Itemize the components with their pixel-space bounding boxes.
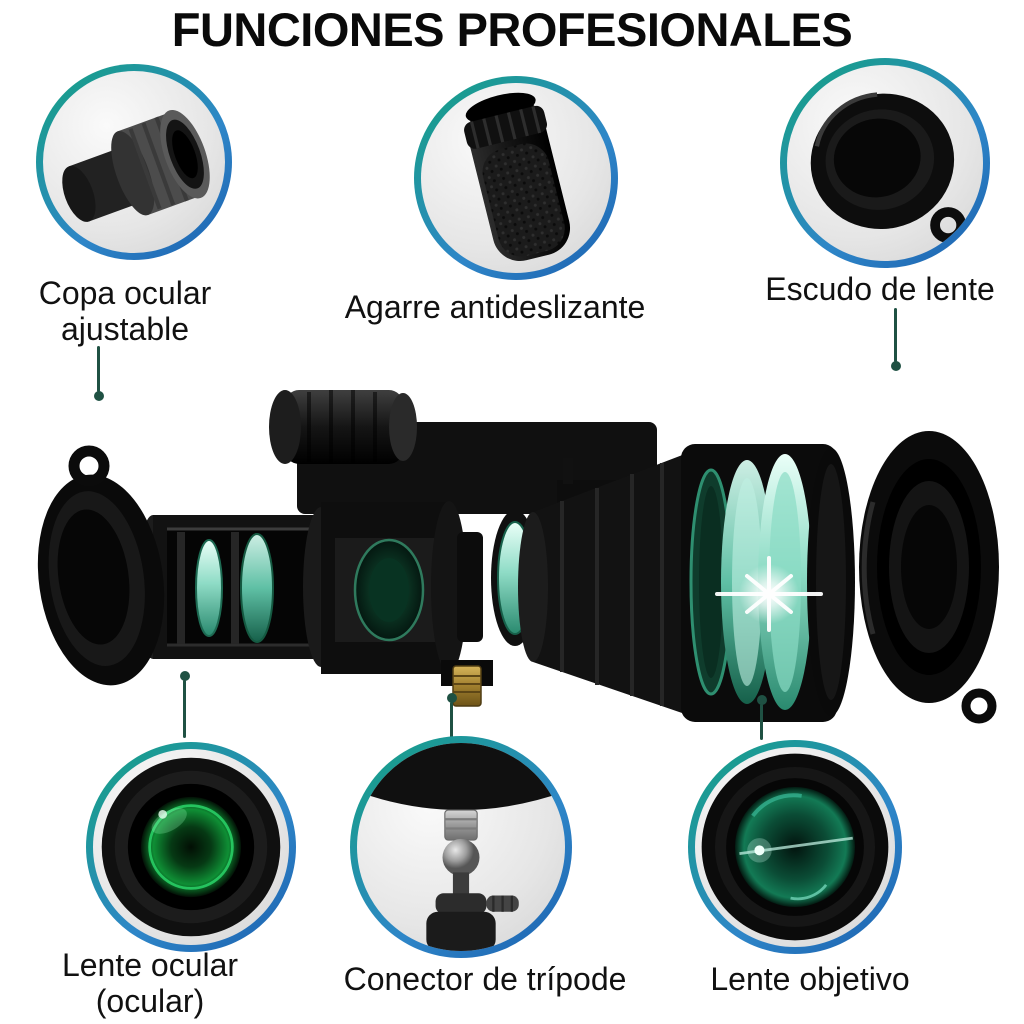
feature-ring	[414, 76, 618, 280]
objective-lens-photo	[695, 747, 895, 947]
feature-label-agarre: Agarre antideslizante	[344, 289, 646, 325]
feature-lente-objetivo	[688, 740, 902, 954]
callout-line-conector	[446, 693, 457, 738]
callout-dot	[93, 391, 104, 401]
objective-lens-icon	[701, 753, 889, 941]
feature-label-lente-ocular: Lente ocular (ocular)	[61, 947, 239, 1019]
tripod-head-icon	[357, 743, 565, 951]
callout-line-lente-objetivo	[756, 695, 767, 740]
feature-agarre	[414, 76, 618, 280]
grip-icon	[464, 92, 571, 262]
feature-label-lente-objetivo: Lente objetivo	[710, 961, 910, 997]
callout-line-copa-ocular	[93, 346, 104, 401]
callout-dot	[446, 693, 457, 703]
callout-dot	[179, 671, 190, 681]
lens-cap-icon	[810, 92, 967, 244]
callout-line-escudo	[890, 308, 901, 371]
feature-ring	[780, 58, 990, 268]
feature-label-copa-ocular: Copa ocular ajustable	[38, 275, 212, 347]
feature-label-conector-tripode: Conector de trípode	[343, 961, 627, 997]
ocular-lens-icon	[101, 757, 281, 937]
feature-label-escudo-lente: Escudo de lente	[765, 271, 995, 307]
feature-ring	[350, 736, 572, 958]
feature-ring	[86, 742, 296, 952]
feature-ring	[36, 64, 232, 260]
feature-lente-ocular	[86, 742, 296, 952]
feature-ring	[688, 740, 902, 954]
ocular-lens-photo	[93, 749, 289, 945]
grip-photo	[421, 83, 611, 273]
eyecup-icon	[62, 109, 210, 222]
callout-dot	[890, 361, 901, 371]
page-title: FUNCIONES PROFESIONALES	[171, 3, 853, 56]
eyecup-photo	[43, 71, 225, 253]
tripod-head-photo	[357, 743, 565, 951]
feature-escudo-lente	[780, 58, 990, 268]
feature-conector-tripode	[350, 736, 572, 958]
callout-dot	[756, 695, 767, 705]
callout-line-lente-ocular	[179, 671, 190, 738]
feature-copa-ocular	[36, 64, 232, 260]
lens-cap-photo	[787, 65, 983, 261]
monocular-exploded-photo	[37, 390, 999, 724]
